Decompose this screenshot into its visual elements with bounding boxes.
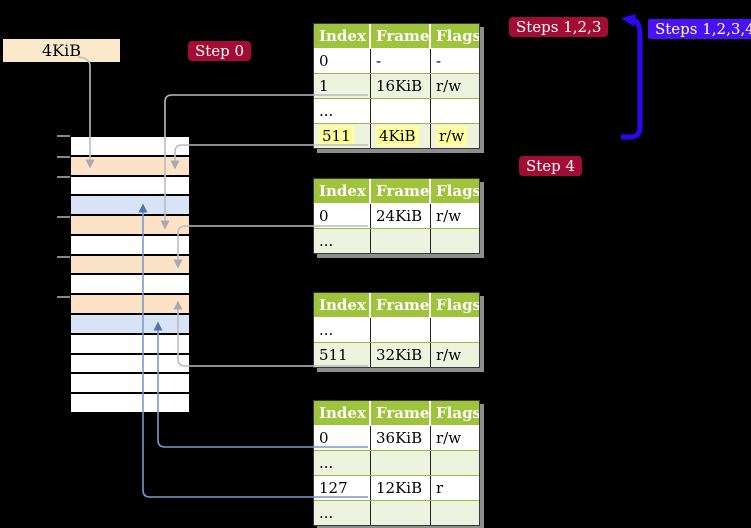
table-header-cell: Flags bbox=[431, 401, 479, 425]
table-header-row: Index Frame Flags bbox=[314, 179, 479, 203]
table-cell: 32KiB bbox=[371, 343, 431, 367]
table-row: 0 - - bbox=[314, 48, 479, 73]
memory-row bbox=[71, 334, 189, 353]
memory-row bbox=[71, 315, 189, 333]
table-cell: r bbox=[431, 476, 479, 500]
table-cell: 24KiB bbox=[371, 204, 431, 228]
page-table-4: Index Frame Flags 0 36KiB r/w ... 127 12… bbox=[313, 400, 480, 526]
memory-row bbox=[71, 216, 189, 234]
memory-tick bbox=[57, 256, 70, 258]
table-header-row: Index Frame Flags bbox=[314, 401, 479, 425]
memory-tick bbox=[57, 216, 70, 218]
memory-row bbox=[71, 176, 189, 195]
table-header-row: Index Frame Flags bbox=[314, 24, 479, 48]
memory-row bbox=[71, 235, 189, 254]
highlighted-value: 4KiB bbox=[376, 126, 419, 146]
table-row: 0 24KiB r/w bbox=[314, 203, 479, 228]
table-cell: 511 bbox=[314, 343, 371, 367]
table-cell: - bbox=[371, 49, 431, 73]
table-header-cell: Index bbox=[314, 401, 371, 425]
table-cell: r/w bbox=[431, 124, 479, 148]
table-cell: 0 bbox=[314, 49, 371, 73]
table-row: 127 12KiB r bbox=[314, 475, 479, 500]
table-cell: r/w bbox=[431, 74, 479, 98]
memory-tick bbox=[57, 135, 70, 137]
memory-row bbox=[71, 156, 189, 175]
steps123-label: Steps 1,2,3 bbox=[509, 17, 609, 37]
table-cell: 127 bbox=[314, 476, 371, 500]
table-cell bbox=[431, 501, 479, 525]
table-cell bbox=[431, 318, 479, 342]
table-cell: r/w bbox=[431, 426, 479, 450]
table-header-cell: Frame bbox=[371, 293, 431, 317]
table-header-cell: Flags bbox=[431, 179, 479, 203]
table-row: 0 36KiB r/w bbox=[314, 425, 479, 450]
table-cell: r/w bbox=[431, 204, 479, 228]
memory-tick bbox=[57, 296, 70, 298]
table-header-cell: Index bbox=[314, 179, 371, 203]
memory-row bbox=[71, 295, 189, 314]
table-header-row: Index Frame Flags bbox=[314, 293, 479, 317]
table-cell bbox=[371, 501, 431, 525]
page-table-3: Index Frame Flags ... 511 32KiB r/w bbox=[313, 292, 480, 368]
table-cell: 16KiB bbox=[371, 74, 431, 98]
table-row: 511 32KiB r/w bbox=[314, 342, 479, 367]
table-cell: - bbox=[431, 49, 479, 73]
table-cell: ... bbox=[314, 229, 371, 253]
highlighted-value: 511 bbox=[319, 126, 354, 146]
step0-label: Step 0 bbox=[188, 41, 252, 61]
memory-row bbox=[71, 196, 189, 215]
table-cell bbox=[371, 229, 431, 253]
table-cell: ... bbox=[314, 318, 371, 342]
table-row-highlighted: 511 4KiB r/w bbox=[314, 123, 479, 148]
table-cell bbox=[431, 99, 479, 123]
table-header-cell: Frame bbox=[371, 401, 431, 425]
big-blue-arrow bbox=[621, 13, 643, 140]
table-header-cell: Index bbox=[314, 293, 371, 317]
table-header-cell: Flags bbox=[431, 293, 479, 317]
table-row: ... bbox=[314, 450, 479, 475]
table-cell bbox=[371, 99, 431, 123]
table-row: ... bbox=[314, 500, 479, 525]
page-table-2: Index Frame Flags 0 24KiB r/w ... bbox=[313, 178, 480, 254]
table-row: ... bbox=[314, 98, 479, 123]
memory-row bbox=[71, 374, 189, 393]
memory-tick bbox=[57, 156, 70, 158]
table-cell: 12KiB bbox=[371, 476, 431, 500]
memory-row bbox=[71, 137, 189, 155]
frame-size-label: 4KiB bbox=[41, 41, 81, 60]
table-cell: ... bbox=[314, 99, 371, 123]
memory-tick bbox=[57, 176, 70, 178]
table-cell: 36KiB bbox=[371, 426, 431, 450]
table-header-cell: Index bbox=[314, 24, 371, 48]
table-cell: 1 bbox=[314, 74, 371, 98]
table-cell bbox=[371, 451, 431, 475]
table-cell: 511 bbox=[314, 124, 371, 148]
table-header-cell: Frame bbox=[371, 179, 431, 203]
memory-column bbox=[70, 135, 190, 414]
table-cell: ... bbox=[314, 451, 371, 475]
table-cell bbox=[431, 451, 479, 475]
table-row: ... bbox=[314, 228, 479, 253]
page-table-1: Index Frame Flags 0 - - 1 16KiB r/w ... … bbox=[313, 23, 480, 149]
highlighted-value: r/w bbox=[436, 126, 468, 146]
table-header-cell: Frame bbox=[371, 24, 431, 48]
memory-row bbox=[71, 354, 189, 373]
table-cell: 0 bbox=[314, 204, 371, 228]
table-cell bbox=[371, 318, 431, 342]
table-row: 1 16KiB r/w bbox=[314, 73, 479, 98]
table-cell bbox=[431, 229, 479, 253]
table-row: ... bbox=[314, 317, 479, 342]
table-cell: r/w bbox=[431, 343, 479, 367]
table-header-cell: Flags bbox=[431, 24, 479, 48]
steps1234-label: Steps 1,2,3,4 bbox=[648, 19, 751, 39]
table-cell: ... bbox=[314, 501, 371, 525]
table-cell: 0 bbox=[314, 426, 371, 450]
memory-row bbox=[71, 275, 189, 294]
memory-row bbox=[71, 394, 189, 412]
table-cell: 4KiB bbox=[371, 124, 431, 148]
step4-label: Step 4 bbox=[519, 156, 583, 176]
memory-row bbox=[71, 255, 189, 274]
frame-size-legend: 4KiB bbox=[3, 39, 120, 62]
